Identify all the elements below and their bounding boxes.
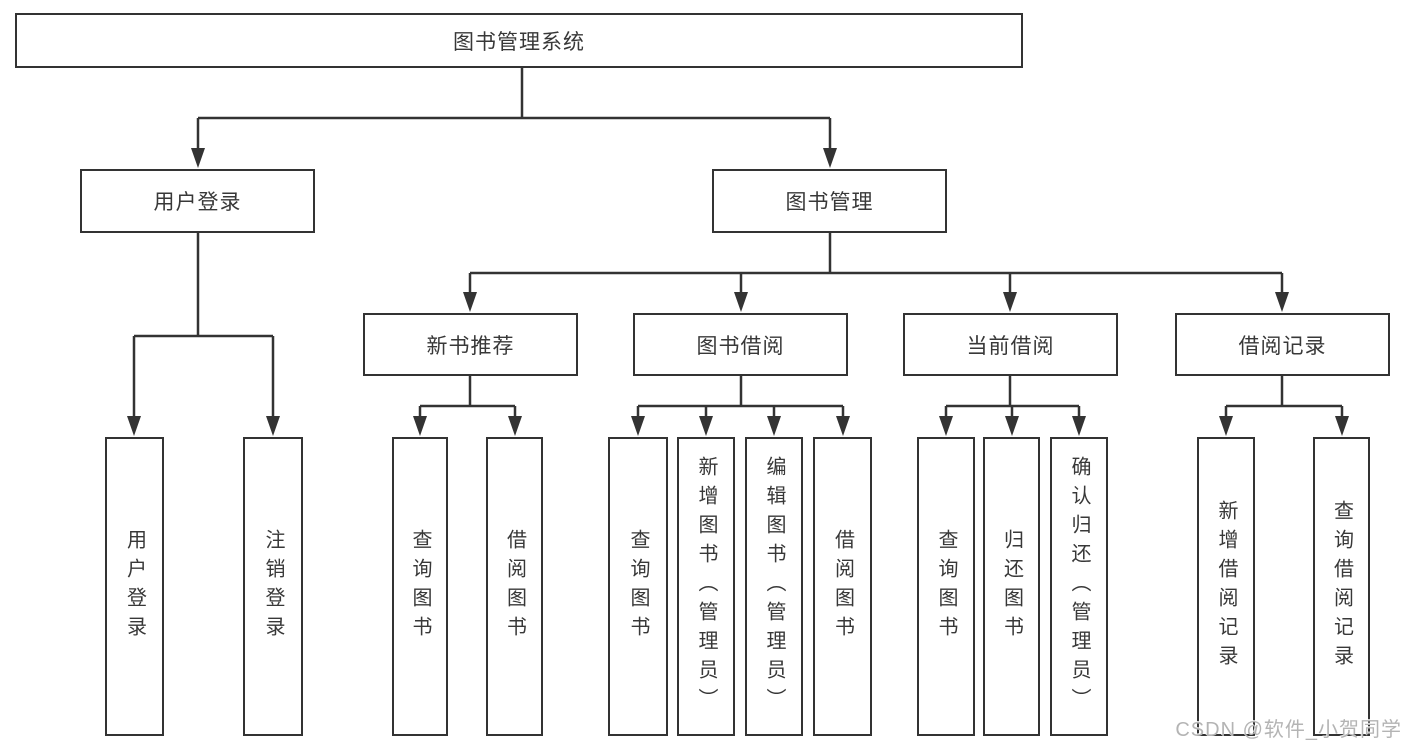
node-new-book-recommend: 新书推荐: [363, 313, 578, 376]
leaf-bb-add-books-admin: 新增图书（管理员）: [677, 437, 735, 736]
leaf-cb-query-books: 查询图书: [917, 437, 975, 736]
node-user-login: 用户登录: [80, 169, 315, 233]
node-book-management: 图书管理: [712, 169, 947, 233]
leaf-logout: 注销登录: [243, 437, 303, 736]
leaf-bb-query-books: 查询图书: [608, 437, 668, 736]
leaf-bb-borrow-books: 借阅图书: [813, 437, 872, 736]
csdn-watermark: CSDN @软件_小贺同学: [1175, 719, 1402, 741]
leaf-br-query-record: 查询借阅记录: [1313, 437, 1370, 736]
node-borrowing-records: 借阅记录: [1175, 313, 1390, 376]
leaf-bb-edit-books-admin: 编辑图书（管理员）: [745, 437, 803, 736]
leaf-nb-borrow-books: 借阅图书: [486, 437, 543, 736]
node-root-library-system: 图书管理系统: [15, 13, 1023, 68]
leaf-user-login: 用户登录: [105, 437, 164, 736]
node-current-borrowing: 当前借阅: [903, 313, 1118, 376]
leaf-br-add-record: 新增借阅记录: [1197, 437, 1255, 736]
node-book-borrowing: 图书借阅: [633, 313, 848, 376]
leaf-nb-query-books: 查询图书: [392, 437, 448, 736]
leaf-cb-confirm-return-admin: 确认归还（管理员）: [1050, 437, 1108, 736]
arrowheads: [127, 148, 1349, 436]
leaf-cb-return-books: 归还图书: [983, 437, 1040, 736]
